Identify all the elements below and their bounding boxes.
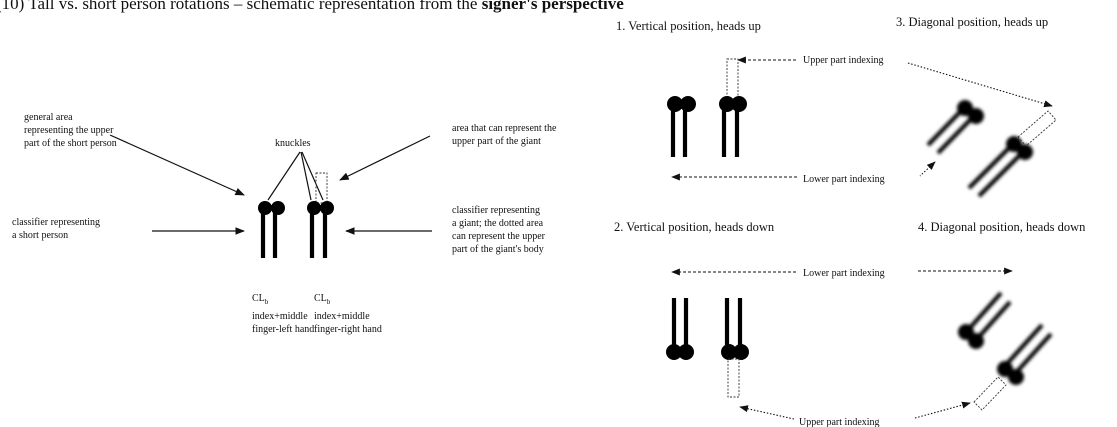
knuckle-index [307,201,321,215]
arrow-upper-indexing-diagonal [907,62,1053,108]
diagonal-heads-down-right-hand [997,323,1053,385]
figure-title: (10) Tall vs. short person rotations – s… [0,0,624,13]
knuckle-middle [968,108,984,124]
diagonal-heads-down-left-hand [958,291,1012,349]
knuckle-middle [320,201,334,215]
knuckle-middle [271,201,285,215]
finger-middle [975,300,1012,341]
arrow-knuckle-left [267,151,301,201]
label-giant-area-line: upper part of the giant [452,136,541,147]
label-giant-area: area that can represent the upper part o… [452,123,559,147]
knuckle-middle [1008,369,1024,385]
heading-diagonal-heads-up: 3. Diagonal position, heads up [896,15,1048,29]
finger-index [1002,323,1044,369]
label-upper-indexing-top: Upper part indexing [803,55,884,66]
upper-body-box-diagonal-bottom [973,376,1007,411]
arrow-general-area [109,134,245,196]
giant-upper-body-box [315,172,328,204]
label-giant-classifier-line: part of the giant's body [452,244,544,255]
upper-body-box-bottom [727,358,740,398]
arrow-knuckle-right [301,151,324,201]
figure-title-bold: signer's perspective [482,0,625,13]
knuckle-index [997,361,1013,377]
figure-title-prefix: (10) Tall vs. short person rotations – s… [0,0,482,13]
label-general-area-line: part of the short person [24,138,117,149]
upper-body-box-diagonal-top [1017,110,1057,147]
label-giant-classifier-line: classifier representing [452,205,540,216]
upper-body-box-top [726,58,739,100]
finger-middle [936,116,974,155]
knuckle-middle [678,344,694,360]
knuckle-index [667,96,683,112]
label-giant-area-line: area that can represent the [452,123,557,134]
cl-left-desc: index+middle finger-left hand [252,311,314,335]
arrow-lower-indexing-diagonal [919,161,936,177]
knuckle-index [666,344,682,360]
arrow-giant-area [339,135,431,181]
right-panel: 1. Vertical position, heads up 3. Diagon… [614,15,1086,427]
label-giant-classifier-line: can represent the upper [452,231,546,242]
cl-left-desc-line: index+middle [252,311,308,322]
vertical-heads-down-right-hand [721,298,749,360]
knuckle-middle [731,96,747,112]
cl-right-cl: CL [314,293,327,304]
vertical-heads-up-left-hand [667,96,696,157]
finger-index [967,144,1013,190]
arrow-knuckle-mid [300,151,312,201]
arrow-upper-indexing-bottom-right [914,401,971,419]
left-panel: general area representing the upper part… [12,112,559,335]
cl-right-desc-line: index+middle [314,311,370,322]
knuckle-index [719,96,735,112]
finger-index [926,108,964,147]
cl-left-cl: CL [252,293,265,304]
label-knuckles: knuckles [275,138,311,149]
label-general-area: general area representing the upper part… [24,112,117,149]
label-general-area-line: general area [24,112,73,123]
heading-diagonal-heads-down: 4. Diagonal position, heads down [918,220,1086,234]
cl-right-desc-line: finger-right hand [314,324,382,335]
finger-index [966,291,1003,332]
cl-left-label: CLb [252,293,269,306]
knuckle-middle [968,333,984,349]
knuckle-index [1006,136,1022,152]
right-hand-classifier [307,201,334,258]
finger-middle [1011,332,1053,378]
arrow-upper-indexing-bottom-left [739,405,795,420]
diagonal-heads-up-left-hand [926,100,984,155]
vertical-heads-up-right-hand [719,96,747,157]
finger-middle [977,152,1023,198]
label-giant-classifier: classifier representing a giant; the dot… [452,205,548,255]
label-short-classifier: classifier representing a short person [12,217,103,241]
knuckle-middle [733,344,749,360]
knuckle-index [957,100,973,116]
vertical-heads-down-left-hand [666,298,694,360]
knuckle-index [258,201,272,215]
label-lower-indexing-top: Lower part indexing [803,174,885,185]
label-short-classifier-line: a short person [12,230,68,241]
label-lower-indexing-mid: Lower part indexing [803,268,885,279]
knuckle-middle [680,96,696,112]
label-upper-indexing-bottom: Upper part indexing [799,417,880,427]
cl-left-sub: b [265,298,269,306]
label-giant-classifier-line: a giant; the dotted area [452,218,544,229]
knuckle-middle [1017,144,1033,160]
cl-left-desc-line: finger-left hand [252,324,314,335]
heading-vertical-heads-up: 1. Vertical position, heads up [616,19,761,33]
knuckle-index [721,344,737,360]
left-hand-classifier [258,201,285,258]
diagonal-heads-up-right-hand [967,136,1033,198]
label-short-classifier-line: classifier representing [12,217,100,228]
cl-right-sub: b [327,298,331,306]
cl-right-label: CLb [314,293,331,306]
cl-right-desc: index+middle finger-right hand [314,311,382,335]
label-general-area-line: representing the upper [24,125,114,136]
heading-vertical-heads-down: 2. Vertical position, heads down [614,220,775,234]
